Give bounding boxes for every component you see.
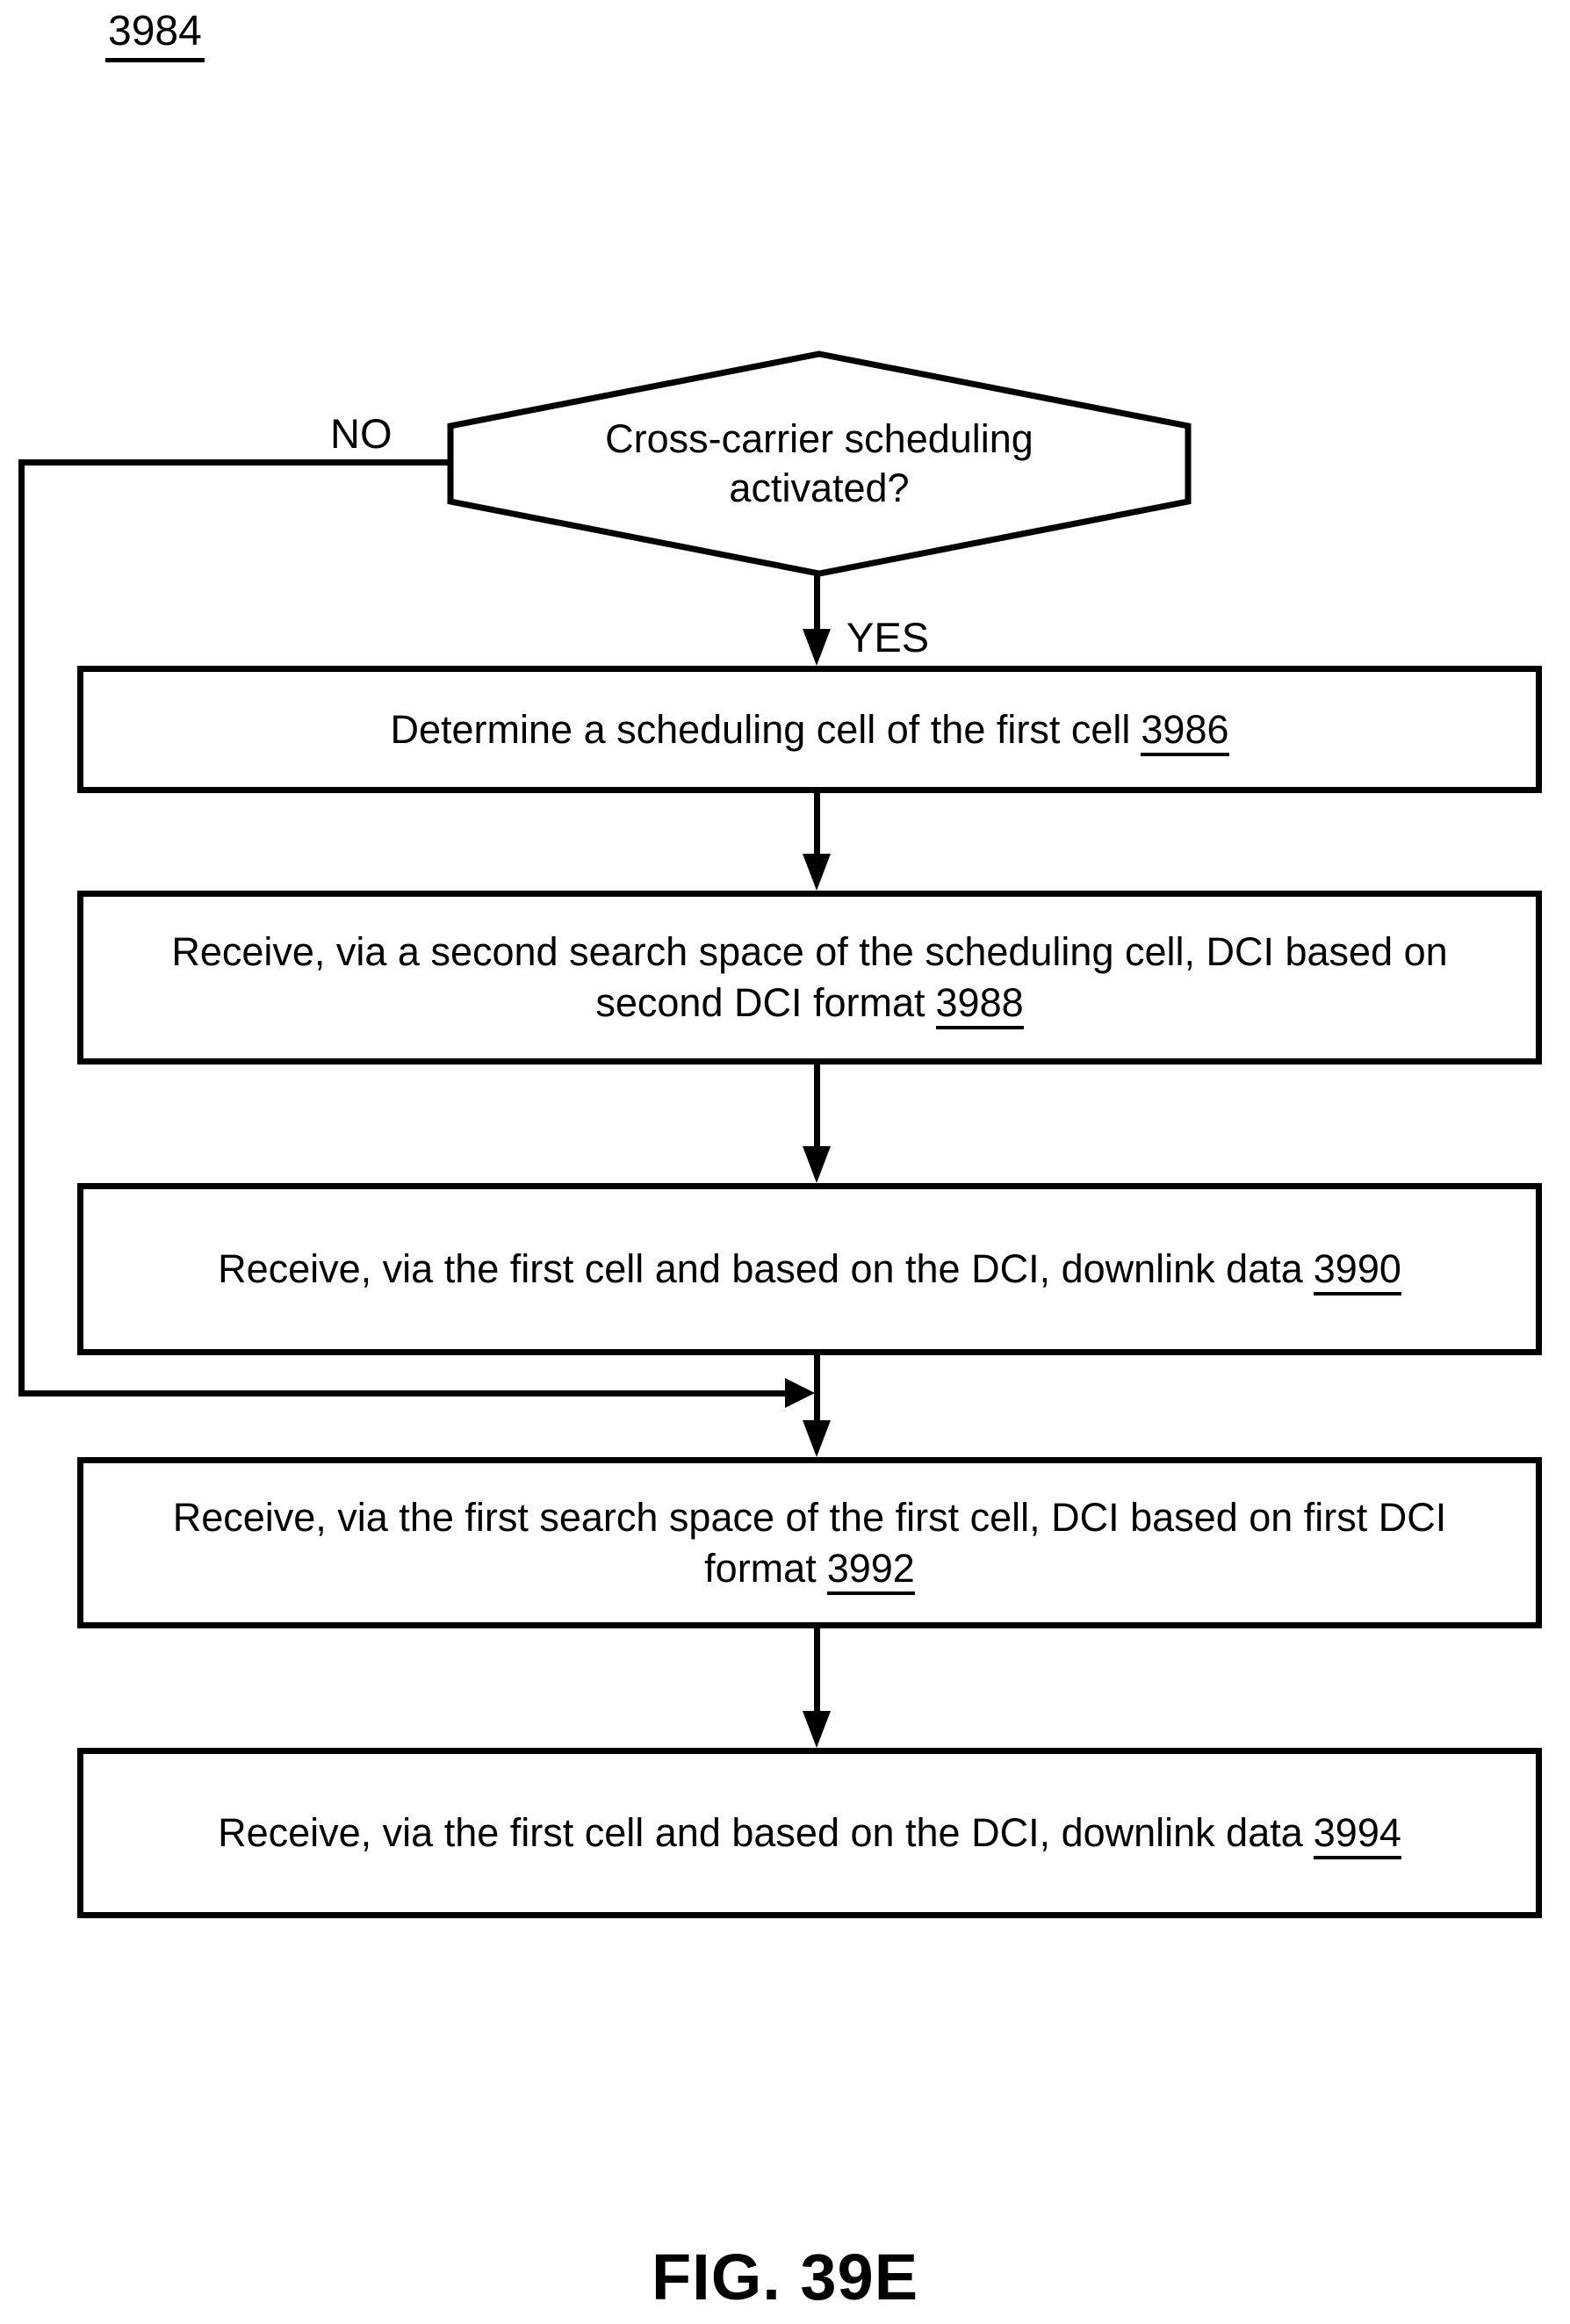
process-box-text: Receive, via the first search space of t… [173, 1492, 1447, 1543]
decision-text-line-1: Cross-carrier scheduling [605, 416, 1033, 461]
ref-numeral: 3994 [1313, 1810, 1401, 1859]
decision-node-text: Cross-carrier scheduling activated? [447, 350, 1192, 577]
box-text: Receive, via the first cell and based on… [218, 1810, 1303, 1855]
process-box-3986: Determine a scheduling cell of the first… [77, 666, 1542, 793]
box-text: format [704, 1545, 817, 1591]
process-box-3992: Receive, via the first search space of t… [77, 1457, 1542, 1628]
yes-branch-label: YES [846, 614, 930, 660]
ref-numeral: 3990 [1313, 1246, 1401, 1296]
no-branch-line-top [18, 459, 453, 466]
connector-box4-to-box5 [814, 1626, 820, 1714]
no-branch-line-left [18, 459, 25, 1397]
connector-box1-to-box2 [814, 790, 820, 857]
box-text: Determine a scheduling cell of the first… [390, 706, 1131, 752]
process-box-text: Receive, via the first cell and based on… [218, 1244, 1401, 1296]
no-branch-line-bottom [18, 1390, 789, 1397]
ref-numeral: 3988 [935, 980, 1024, 1029]
box-text: Receive, via a second search space of th… [171, 929, 1448, 974]
down-arrowhead-icon [803, 1146, 831, 1183]
box-text: Receive, via the first search space of t… [172, 1494, 1447, 1540]
down-arrowhead-icon [803, 854, 831, 891]
box-text: Receive, via the first cell and based on… [218, 1246, 1303, 1291]
decision-text-line-2: activated? [729, 466, 910, 510]
no-branch-label: NO [330, 410, 392, 457]
process-box-text: Receive, via a second search space of th… [171, 927, 1447, 978]
process-box-3988: Receive, via a second search space of th… [77, 891, 1542, 1065]
process-box-text: Determine a scheduling cell of the first… [390, 704, 1229, 756]
process-box-3994: Receive, via the first cell and based on… [77, 1748, 1542, 1918]
down-arrowhead-icon [803, 629, 831, 666]
connector-box2-to-box3 [814, 1062, 820, 1150]
down-arrowhead-icon [803, 1711, 831, 1748]
connector-decision-to-box1 [814, 571, 820, 632]
process-box-text: Receive, via the first cell and based on… [218, 1808, 1401, 1859]
ref-numeral: 3992 [826, 1545, 915, 1595]
right-arrowhead-icon [785, 1378, 815, 1408]
ref-numeral: 3986 [1141, 706, 1229, 756]
process-box-3990: Receive, via the first cell and based on… [77, 1183, 1542, 1355]
figure-id-label: 3984 [105, 7, 205, 62]
figure-caption: FIG. 39E [651, 2241, 919, 2313]
down-arrowhead-icon [803, 1420, 831, 1457]
connector-box3-to-box4 [814, 1353, 820, 1423]
box-text: second DCI format [595, 980, 925, 1025]
